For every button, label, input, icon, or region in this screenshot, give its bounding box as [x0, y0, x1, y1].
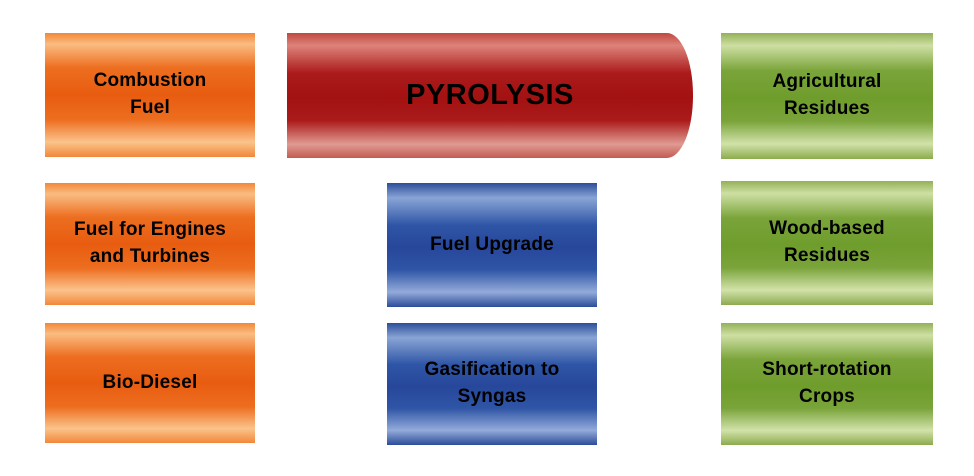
box-label: Fuel Upgrade	[430, 233, 554, 255]
box-wood-based-residues: Wood-based Residues	[721, 181, 933, 305]
box-label: Short-rotation Crops	[762, 359, 892, 407]
box-gasification-syngas: Gasification to Syngas	[387, 323, 597, 445]
box-label: Fuel for Engines and Turbines	[73, 219, 227, 267]
pyrolysis-title: PYROLYSIS	[406, 79, 574, 111]
box-combustion-fuel: Combustion Fuel	[45, 33, 255, 157]
box-label: Bio-Diesel	[102, 371, 198, 393]
box-label: Agricultural Residues	[772, 71, 882, 119]
box-bio-diesel: Bio-Diesel	[45, 323, 255, 443]
box-label: Wood-based Residues	[769, 218, 885, 266]
box-short-rotation-crops: Short-rotation Crops	[721, 323, 933, 445]
box-fuel-engines-turbines: Fuel for Engines and Turbines	[45, 183, 255, 305]
box-fuel-upgrade: Fuel Upgrade	[387, 183, 597, 307]
box-label: Gasification to Syngas	[424, 359, 560, 407]
box-label: Combustion Fuel	[93, 70, 207, 118]
box-pyrolysis: PYROLYSIS	[287, 33, 693, 158]
box-agricultural-residues: Agricultural Residues	[721, 33, 933, 159]
